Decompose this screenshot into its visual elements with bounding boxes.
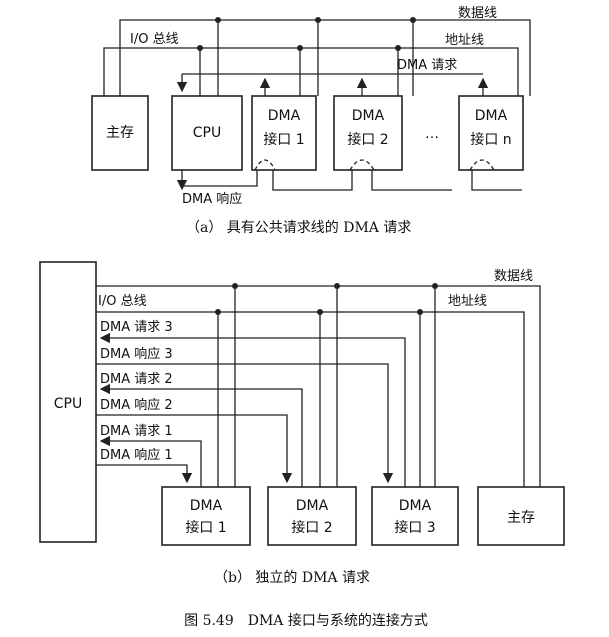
figure-caption: 图 5.49 DMA 接口与系统的连接方式	[184, 612, 428, 629]
a-dma-ack-label: DMA 响应	[182, 191, 242, 207]
a-cpu-label: CPU	[193, 125, 221, 141]
diagram-b: CPU 数据线 I/O 总线 地址线 DMA 请求 3 DMA 响应 3 DMA…	[39, 261, 565, 586]
svg-text:接口 1: 接口 1	[263, 131, 304, 148]
a-addr-bus-label: 地址线	[445, 33, 484, 48]
svg-text:DMA: DMA	[296, 498, 329, 514]
a-cpu-box	[171, 95, 243, 171]
svg-text:DMA: DMA	[268, 108, 301, 124]
b-data-bus-line	[96, 285, 541, 487]
b-data-bus-label: 数据线	[494, 269, 533, 284]
b-ack3-label: DMA 响应 3	[100, 346, 173, 362]
svg-text:接口 2: 接口 2	[347, 131, 388, 148]
svg-text:DMA: DMA	[475, 108, 508, 124]
diagram-a: 数据线 I/O 总线 地址线 DMA 请求 主存 CPU DMA 接口 1	[91, 6, 531, 236]
svg-text:DMA: DMA	[399, 498, 432, 514]
a-main-memory-box	[91, 95, 149, 171]
a-io-bus-label: I/O 总线	[130, 32, 179, 47]
b-io-bus-label: I/O 总线	[98, 294, 147, 309]
b-dma-interface-1-box	[161, 486, 251, 546]
a-main-memory-label: 主存	[106, 125, 134, 141]
b-cpu-label: CPU	[54, 396, 82, 412]
svg-text:接口 3: 接口 3	[394, 519, 435, 536]
svg-text:接口 n: 接口 n	[470, 131, 511, 148]
svg-text:DMA: DMA	[352, 108, 385, 124]
svg-text:DMA: DMA	[190, 498, 223, 514]
b-caption: （b） 独立的 DMA 请求	[214, 570, 370, 586]
a-data-bus-label: 数据线	[458, 6, 497, 21]
b-ack1-label: DMA 响应 1	[100, 447, 173, 463]
b-addr-bus-label: 地址线	[448, 294, 487, 309]
svg-text:接口 2: 接口 2	[291, 519, 332, 536]
b-main-memory-label: 主存	[507, 510, 535, 526]
b-main-memory-box	[477, 486, 565, 546]
a-dma-interface-2-box	[333, 95, 403, 171]
b-cpu-box	[39, 261, 97, 543]
a-dma-interface-1-box	[251, 95, 317, 171]
b-dma-interface-2-box	[267, 486, 357, 546]
a-dma-request-label: DMA 请求	[397, 58, 457, 73]
a-ellipsis: …	[425, 126, 439, 142]
a-caption: （a） 具有公共请求线的 DMA 请求	[186, 220, 411, 236]
a-addr-bus-line	[103, 47, 519, 96]
b-req2-label: DMA 请求 2	[100, 372, 173, 387]
a-dma-interface-n-box	[458, 95, 524, 171]
a-data-bus-line	[119, 19, 531, 96]
b-ack2-label: DMA 响应 2	[100, 397, 173, 413]
b-addr-bus-line	[96, 311, 525, 487]
svg-text:接口 1: 接口 1	[185, 519, 226, 536]
b-req3-label: DMA 请求 3	[100, 320, 173, 335]
b-req1-label: DMA 请求 1	[100, 424, 173, 439]
a-dma-ack-chain	[182, 170, 258, 187]
b-dma-interface-3-box	[371, 486, 459, 546]
